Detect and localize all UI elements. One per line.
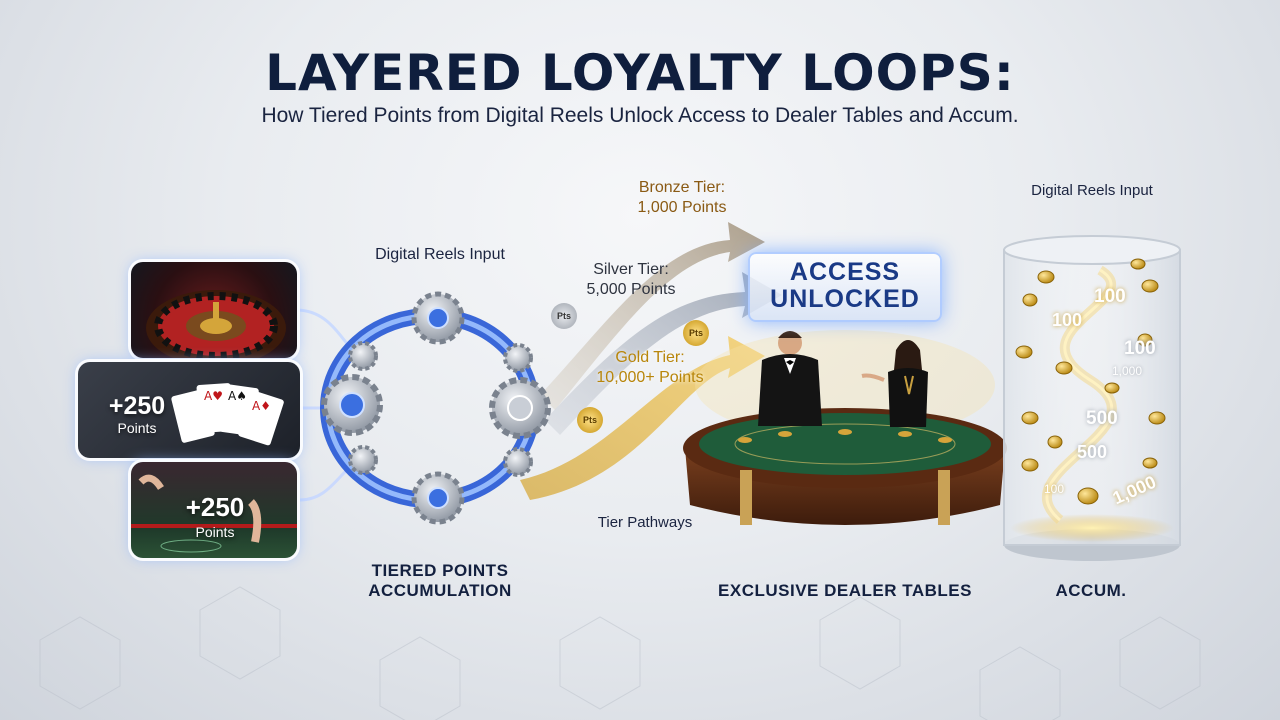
accum-value-2: 100 <box>1052 310 1083 330</box>
pts-badge-silver: Pts <box>551 303 577 329</box>
silver-tier-label: Silver Tier: 5,000 Points <box>556 260 706 300</box>
female-dealer-icon <box>861 340 928 427</box>
bronze-tier-name: Bronze Tier: <box>638 179 726 196</box>
gold-tier-arrow <box>520 336 765 500</box>
page-title: LAYERED LOYALTY LOOPS: <box>265 44 1015 102</box>
pts-badge-gold-1: Pts <box>683 320 709 346</box>
cards-badge-value: +250 <box>108 392 166 420</box>
accum-value-6: 500 <box>1077 442 1108 462</box>
accum-value-5: 500 <box>1086 408 1118 429</box>
male-dealer-icon <box>758 331 822 426</box>
bronze-tier-label: Bronze Tier: 1,000 Points <box>612 178 752 218</box>
bronze-tier-arrow <box>540 222 765 410</box>
roulette-card <box>131 262 297 358</box>
gold-tier-name: Gold Tier: <box>615 349 685 366</box>
table-badge-unit: Points <box>195 524 235 540</box>
cards-badge-unit: Points <box>117 420 157 436</box>
pts-badge-gold-2: Pts <box>577 407 603 433</box>
page-subtitle: How Tiered Points from Digital Reels Unl… <box>261 104 1019 127</box>
access-line2: UNLOCKED <box>770 285 920 313</box>
gold-tier-label: Gold Tier: 10,000+ Points <box>570 348 730 388</box>
cards-card: A♥ A♠ A♦ +250 Points <box>78 362 300 458</box>
gear-icon <box>411 291 465 345</box>
silver-tier-points: 5,000 Points <box>586 281 676 298</box>
accum-value-4: 1,000 <box>1112 364 1143 378</box>
dealer-tables-caption: EXCLUSIVE DEALER TABLES <box>718 581 972 600</box>
table-hand-icon <box>131 474 297 553</box>
cards-icon: A♥ A♠ A♦ <box>171 383 284 446</box>
accum-input-label: Digital Reels Input <box>1031 182 1153 199</box>
gold-tier-points: 10,000+ Points <box>596 369 704 386</box>
bronze-tier-points: 1,000 Points <box>637 199 727 216</box>
accum-value-1: 100 <box>1094 286 1126 307</box>
accum-value-3: 100 <box>1124 338 1156 359</box>
svg-text:A♠: A♠ <box>228 389 247 403</box>
gear-input-label: Digital Reels Input <box>375 246 505 263</box>
access-line1: ACCESS <box>789 258 901 286</box>
accum-caption: ACCUM. <box>1055 581 1127 600</box>
accum-value-7: 100 <box>1044 482 1065 496</box>
roulette-icon <box>146 290 286 358</box>
access-unlocked-badge: ACCESS UNLOCKED <box>748 252 942 322</box>
table-badge-value: +250 <box>185 492 245 522</box>
table-card: +250 Points <box>131 462 297 558</box>
silver-tier-name: Silver Tier: <box>593 261 669 278</box>
svg-text:A♦: A♦ <box>252 399 271 413</box>
tier-pathways-label: Tier Pathways <box>597 514 693 531</box>
svg-text:A♥: A♥ <box>204 389 223 403</box>
accumulation-caption-line2: ACCUMULATION <box>368 581 512 600</box>
accumulation-caption-line1: TIERED POINTS <box>371 561 509 580</box>
